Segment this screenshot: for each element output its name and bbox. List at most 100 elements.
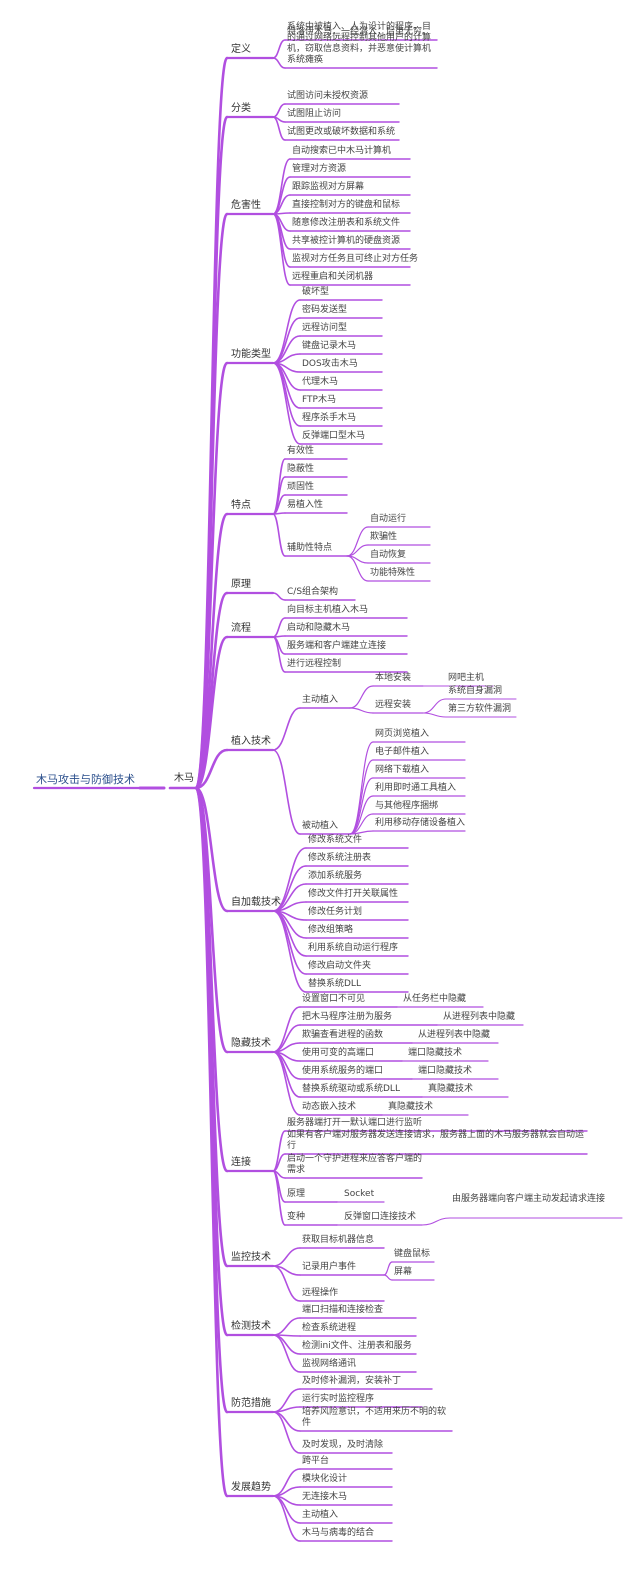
sub-node: 自动恢复	[370, 550, 407, 560]
branch-connector	[272, 707, 301, 751]
node: 修改文件打开关联属性	[308, 889, 399, 899]
root-topic: 木马攻击与防御技术	[36, 773, 135, 786]
branch-2: 危害性	[231, 200, 261, 211]
branch-connector	[349, 707, 374, 714]
branch-connector	[194, 786, 229, 1498]
sub-node: 本地安装	[375, 673, 412, 683]
node: 随意修改注册表和系统文件	[292, 218, 401, 228]
node: 进行远程控制	[287, 659, 342, 669]
node: 试图访问未授权资源	[287, 91, 369, 101]
branch-connector	[272, 1411, 301, 1432]
branch-connector	[383, 1274, 393, 1281]
branch-connector	[422, 698, 447, 714]
sub-node: 网络下载植入	[375, 765, 430, 775]
node: 添加系统服务	[308, 871, 363, 881]
node: 直接控制对方的键盘和鼠标	[292, 200, 401, 210]
branch-11: 监控技术	[231, 1252, 271, 1263]
node: 远程操作	[302, 1288, 339, 1298]
node: 模块化设计	[302, 1474, 348, 1484]
node: 运行实时监控程序	[302, 1394, 375, 1404]
node: 自动搜索已中木马计算机	[292, 146, 392, 156]
branch-connector	[272, 57, 286, 69]
node: 木马与病毒的结合	[302, 1528, 375, 1538]
sub-node: 从进程列表中隐藏	[418, 1030, 491, 1040]
node: 替换系统DLL	[308, 979, 361, 989]
branch-connector	[272, 910, 307, 975]
node: 原理	[287, 1189, 306, 1199]
sub-node: 利用移动存储设备植入	[375, 818, 466, 828]
sub-node: 反弹窗口连接技术	[344, 1212, 417, 1222]
node: 服务器端打开一默认端口进行监听	[287, 1118, 423, 1128]
node: 利用系统自动运行程序	[308, 943, 399, 953]
sub-node: 端口隐藏技术	[408, 1048, 463, 1058]
node: 反弹端口型木马	[302, 431, 366, 441]
branch-connector	[272, 1051, 301, 1098]
branch-8: 自加载技术	[231, 897, 281, 908]
sub-node: 网页浏览植入	[375, 729, 430, 739]
node: 被动植入	[302, 821, 339, 831]
node: 共享被控计算机的硬盘资源	[292, 236, 401, 246]
node: 隐蔽性	[287, 464, 315, 474]
leaf-node: 第三方软件漏洞	[448, 704, 512, 714]
node: 如果有客户端对服务器发送连接请求，服务器上面的木马服务器就会自动运行	[287, 1130, 585, 1151]
branch-connector	[272, 362, 301, 445]
node: 试图阻止访问	[287, 109, 342, 119]
branch-connector	[272, 213, 291, 286]
node: 动态嵌入技术	[302, 1102, 357, 1112]
node: 修改系统注册表	[308, 853, 372, 863]
node: 启动和隐藏木马	[287, 623, 351, 633]
branch-connector	[346, 555, 369, 582]
sub-node: Socket	[344, 1189, 375, 1199]
sub-node: 与其他程序捆绑	[375, 801, 439, 811]
node: 远程访问型	[302, 323, 348, 333]
branch-connector	[272, 1317, 301, 1336]
branch-10: 连接	[231, 1157, 251, 1168]
branch-13: 防范措施	[231, 1398, 271, 1409]
node: 记录用户事件	[302, 1262, 357, 1272]
branch-connector	[194, 635, 229, 790]
node: 变种	[287, 1212, 306, 1222]
branch-connector	[272, 299, 301, 364]
branch-connector	[194, 748, 229, 790]
sub-node: 从进程列表中隐藏	[443, 1012, 516, 1022]
node: 向目标主机植入木马	[287, 605, 369, 615]
sub-node: 真隐藏技术	[428, 1084, 474, 1094]
branch-connector	[349, 685, 374, 709]
branch-connector	[272, 1334, 301, 1373]
node: DOS攻击木马	[302, 359, 358, 369]
branch-9: 隐藏技术	[231, 1038, 271, 1049]
branch-connector	[194, 786, 229, 913]
branch-connector	[272, 1130, 286, 1172]
branch-7: 植入技术	[231, 736, 271, 747]
node: 修改组策略	[308, 925, 354, 935]
branch-connector	[346, 526, 369, 557]
leaf-node: 系统自身漏洞	[448, 686, 503, 696]
node: 检测ini文件、注册表和服务	[302, 1341, 412, 1351]
branch-connector	[349, 741, 374, 835]
sub-node: 电子邮件植入	[375, 747, 430, 757]
branch-12: 检测技术	[231, 1321, 271, 1332]
node: C/S组合架构	[287, 587, 339, 597]
branch-5: 原理	[231, 579, 251, 590]
node: 主动植入	[302, 1510, 339, 1520]
sub-node: 真隐藏技术	[388, 1102, 434, 1112]
node: 顽固性	[287, 482, 315, 492]
node: 跨平台	[302, 1456, 330, 1466]
branch-connector	[272, 749, 301, 835]
node: 把木马程序注册为服务	[302, 1012, 393, 1022]
branch-connector	[272, 1170, 286, 1226]
node: 辅助性特点	[287, 543, 333, 553]
center-topic: 木马	[174, 773, 194, 784]
sub-node: 远程安装	[375, 700, 412, 710]
node: 主动植入	[302, 695, 339, 705]
node: 使用系统服务的端口	[302, 1066, 384, 1076]
node: 管理对方资源	[292, 164, 347, 174]
branch-connector	[272, 910, 307, 993]
branch-14: 发展趋势	[231, 1482, 271, 1493]
leaf-node: 由服务器端向客户端主动发起请求连接	[452, 1194, 606, 1204]
branch-connector	[383, 1261, 393, 1276]
branch-connector	[272, 116, 286, 141]
node: FTP木马	[302, 395, 336, 405]
node: 服务端和客户端建立连接	[287, 641, 387, 651]
